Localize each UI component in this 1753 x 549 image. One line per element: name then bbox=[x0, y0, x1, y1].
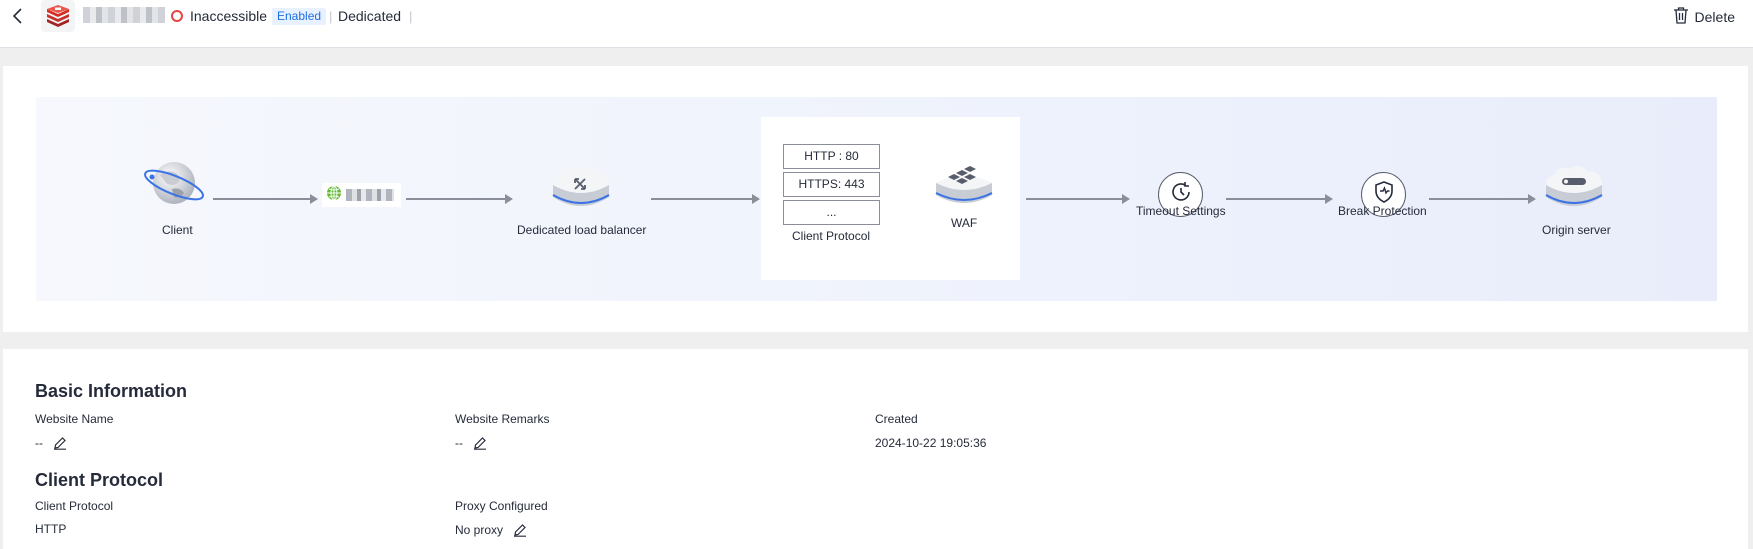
protocol-https: HTTPS: 443 bbox=[783, 172, 880, 197]
proxy-configured-value: No proxy bbox=[455, 523, 527, 537]
website-remarks-value: -- bbox=[455, 436, 487, 450]
delete-label: Delete bbox=[1694, 8, 1735, 25]
client-protocol-heading: Client Protocol bbox=[35, 470, 164, 490]
load-balancer-label: Dedicated load balancer bbox=[517, 223, 647, 237]
ip-address-node bbox=[322, 183, 401, 207]
timeout-settings-label: Timeout Settings bbox=[1136, 204, 1226, 218]
website-name-label: Website Name bbox=[35, 412, 114, 426]
flow-arrow bbox=[1429, 194, 1536, 204]
origin-server-label: Origin server bbox=[1542, 223, 1611, 237]
mode-text: Dedicated bbox=[338, 8, 402, 24]
created-label: Created bbox=[875, 412, 918, 426]
website-name-text: -- bbox=[35, 436, 43, 450]
basic-information-heading: Basic Information bbox=[35, 381, 188, 401]
client-label: Client bbox=[162, 223, 193, 237]
flow-arrow bbox=[651, 194, 760, 204]
shield-icon bbox=[1372, 180, 1396, 209]
info-card: Basic Information Website Name -- Websit… bbox=[3, 349, 1748, 549]
flow-arrow bbox=[1026, 194, 1130, 204]
website-name-value: -- bbox=[35, 436, 67, 450]
flow-arrow bbox=[1226, 194, 1333, 204]
status-text: Inaccessible bbox=[190, 8, 268, 24]
separator: | bbox=[409, 9, 413, 24]
client-globe-icon bbox=[142, 159, 210, 212]
topology-card: Client Dedicated load balancer bbox=[3, 66, 1748, 332]
status-error-icon bbox=[171, 10, 183, 22]
enabled-badge: Enabled bbox=[272, 8, 327, 25]
globe-icon bbox=[326, 185, 342, 206]
break-protection-label: Break Protection bbox=[1338, 204, 1427, 218]
proxy-configured-label: Proxy Configured bbox=[455, 499, 548, 513]
origin-server-icon bbox=[1544, 165, 1604, 216]
client-protocol-field-label: Client Protocol bbox=[35, 499, 114, 513]
ip-address-redacted bbox=[346, 189, 394, 201]
created-value: 2024-10-22 19:05:36 bbox=[875, 436, 987, 450]
edit-website-name-icon[interactable] bbox=[53, 436, 67, 450]
separator: | bbox=[329, 9, 333, 24]
client-protocol-label: Client Protocol bbox=[792, 229, 871, 243]
protocol-http: HTTP : 80 bbox=[783, 144, 880, 169]
back-arrow-icon[interactable] bbox=[8, 6, 28, 26]
waf-label: WAF bbox=[951, 216, 978, 230]
load-balancer-icon bbox=[551, 165, 611, 216]
waf-icon bbox=[934, 165, 994, 214]
flow-arrow bbox=[406, 194, 513, 204]
page-header: Inaccessible Enabled | Dedicated | Delet… bbox=[0, 0, 1753, 48]
trash-icon bbox=[1673, 6, 1689, 27]
delete-button[interactable]: Delete bbox=[1673, 6, 1735, 27]
edit-website-remarks-icon[interactable] bbox=[473, 436, 487, 450]
timeout-settings-node[interactable] bbox=[1158, 172, 1203, 217]
edit-proxy-icon[interactable] bbox=[513, 523, 527, 537]
client-protocol-value: HTTP bbox=[35, 522, 67, 536]
redis-logo-icon bbox=[41, 0, 75, 32]
protocol-waf-panel: HTTP : 80 HTTPS: 443 ... Client Protocol… bbox=[761, 117, 1020, 280]
timeout-clock-icon bbox=[1169, 180, 1193, 209]
domain-name-redacted bbox=[83, 7, 165, 23]
protocol-more: ... bbox=[783, 200, 880, 225]
website-remarks-label: Website Remarks bbox=[455, 412, 550, 426]
website-remarks-text: -- bbox=[455, 436, 463, 450]
traffic-flow-diagram: Client Dedicated load balancer bbox=[36, 97, 1717, 301]
proxy-configured-text: No proxy bbox=[455, 523, 504, 537]
break-protection-node[interactable] bbox=[1361, 172, 1406, 217]
flow-arrow bbox=[213, 194, 318, 204]
